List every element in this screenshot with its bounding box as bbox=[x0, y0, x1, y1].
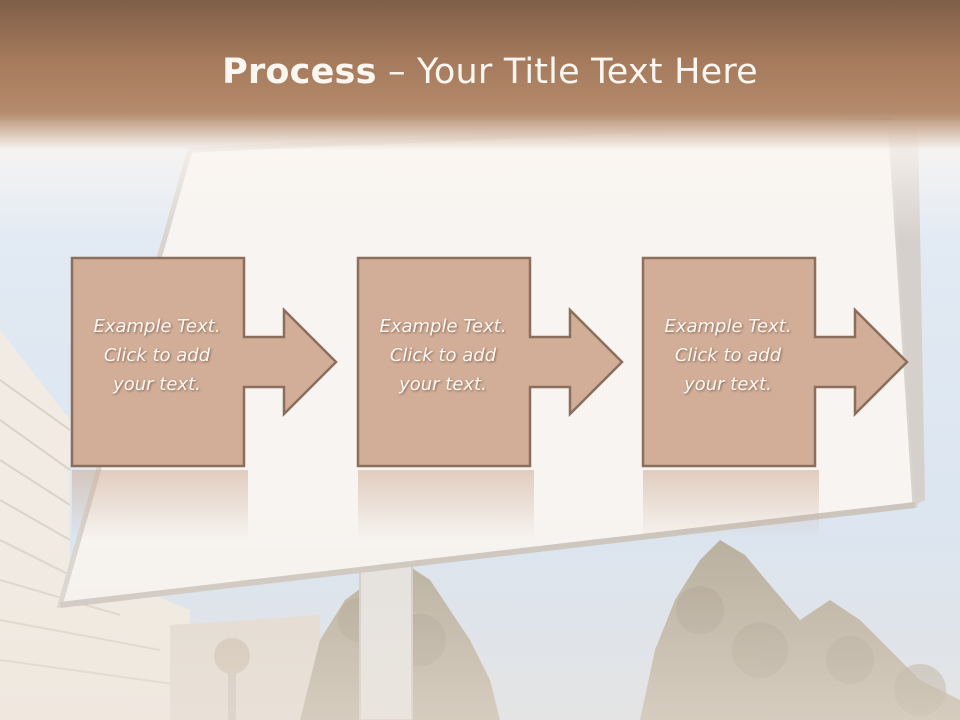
step-text-line: Click to add bbox=[674, 345, 782, 366]
title-bold: Process bbox=[222, 52, 377, 92]
step-text-line: your text. bbox=[113, 374, 201, 395]
title-rest: – Your Title Text Here bbox=[376, 52, 758, 92]
step-3-reflection bbox=[643, 470, 819, 540]
step-text-line: Example Text. bbox=[664, 316, 792, 337]
process-step-1[interactable]: Example Text. Click to add your text. bbox=[70, 256, 416, 468]
step-text-line: Click to add bbox=[103, 345, 211, 366]
step-text-line: your text. bbox=[684, 374, 772, 395]
step-text-line: Example Text. bbox=[379, 316, 507, 337]
slide-title[interactable]: Process – Your Title Text Here bbox=[0, 52, 960, 92]
step-2-reflection bbox=[358, 470, 534, 540]
step-3-text[interactable]: Example Text. Click to add your text. bbox=[647, 312, 809, 399]
step-text-line: Click to add bbox=[389, 345, 497, 366]
step-text-line: Example Text. bbox=[93, 316, 221, 337]
arrow-box-shape bbox=[356, 256, 624, 468]
step-text-line: your text. bbox=[399, 374, 487, 395]
arrow-box-shape bbox=[641, 256, 909, 468]
process-step-2[interactable]: Example Text. Click to add your text. bbox=[356, 256, 702, 468]
step-1-text[interactable]: Example Text. Click to add your text. bbox=[76, 312, 238, 399]
arrow-box-shape bbox=[70, 256, 338, 468]
process-step-3[interactable]: Example Text. Click to add your text. bbox=[641, 256, 960, 468]
step-1-reflection bbox=[72, 470, 248, 540]
title-bar: Process – Your Title Text Here bbox=[0, 0, 960, 150]
step-2-text[interactable]: Example Text. Click to add your text. bbox=[362, 312, 524, 399]
